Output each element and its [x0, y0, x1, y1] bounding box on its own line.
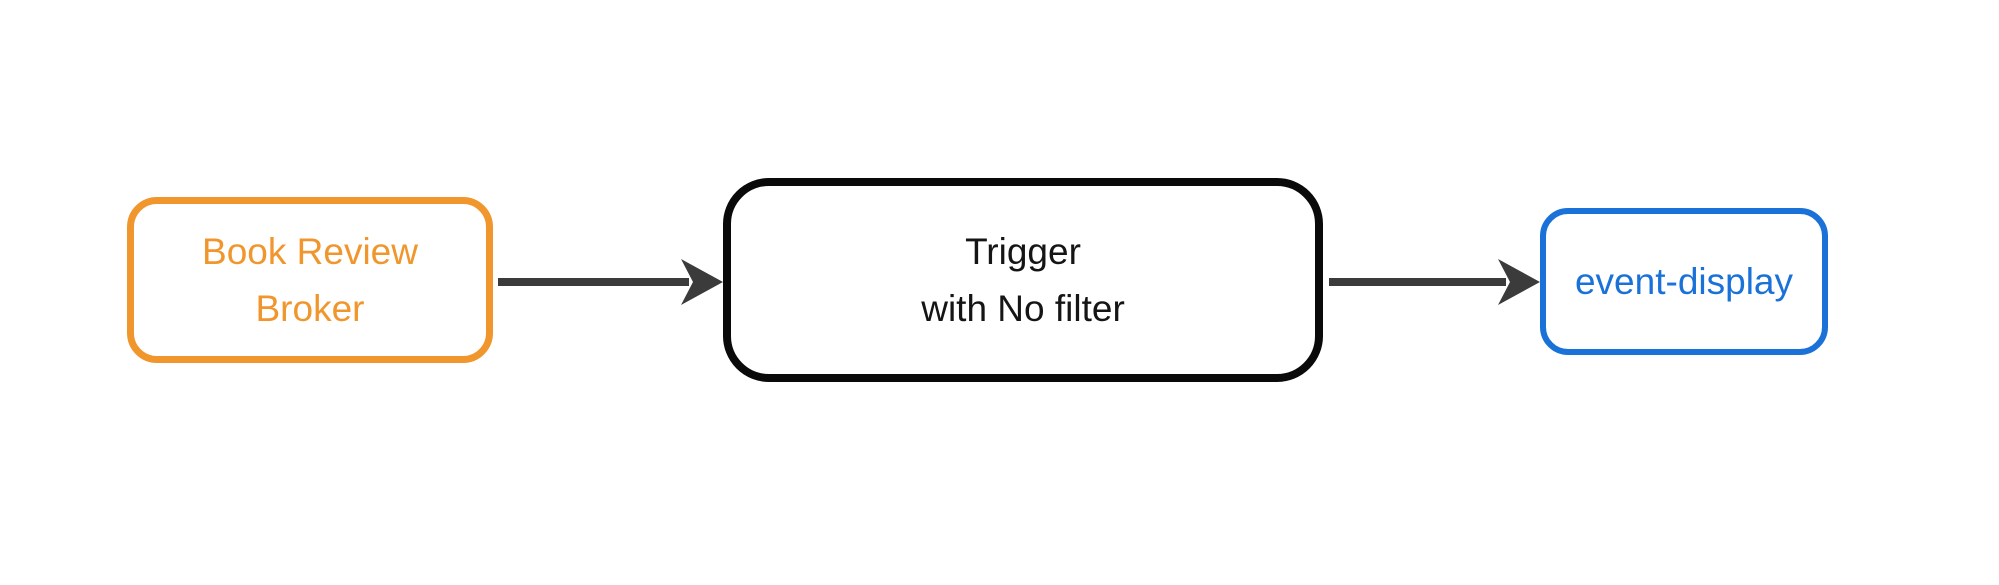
- node-trigger-with-no-filter: Trigger with No filter: [723, 178, 1323, 382]
- node-book-review-broker: Book Review Broker: [127, 197, 493, 363]
- node-label-line: with No filter: [921, 288, 1125, 329]
- arrowhead-icon: [1498, 259, 1540, 305]
- arrow-broker-to-trigger: [498, 259, 723, 305]
- node-label-line: Trigger: [965, 231, 1081, 272]
- arrowhead-icon: [681, 259, 723, 305]
- node-event-display: event-display: [1540, 208, 1828, 355]
- node-label-line: Broker: [255, 288, 365, 329]
- node-event-display-label: event-display: [1575, 253, 1793, 310]
- node-label-line: event-display: [1574, 261, 1793, 302]
- arrow-trigger-to-event-display: [1329, 259, 1540, 305]
- node-trigger-label: Trigger with No filter: [921, 223, 1125, 337]
- node-book-review-broker-label: Book Review Broker: [202, 223, 418, 337]
- node-label-line: Book Review: [202, 231, 418, 272]
